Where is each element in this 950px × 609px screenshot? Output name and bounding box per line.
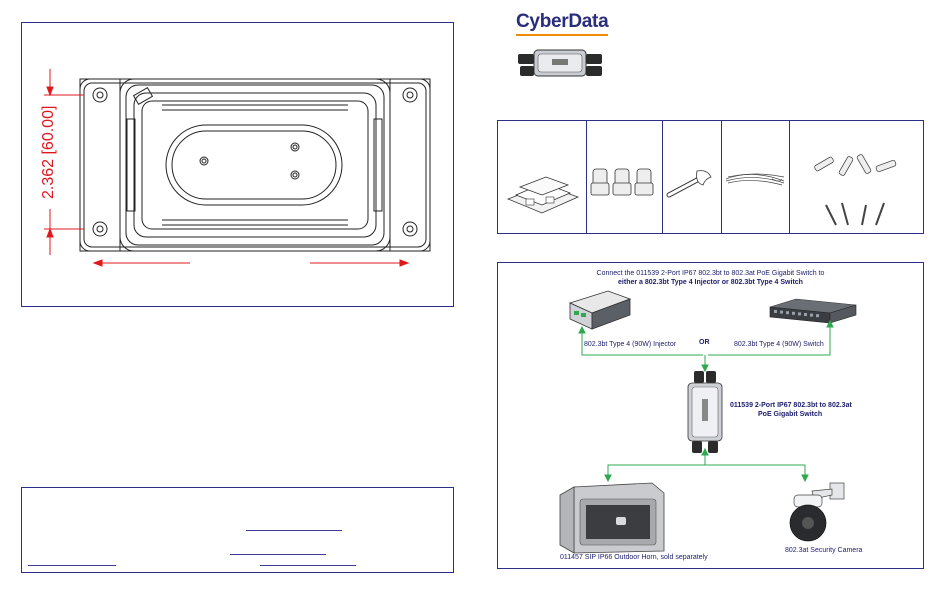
accessory-cell-switch [498, 121, 587, 233]
link-underline[interactable] [246, 530, 342, 531]
outdoor-horn-image [559, 482, 665, 554]
brand-name: CyberData [516, 11, 609, 32]
switch-label: 802.3bt Type 4 (90W) Switch [734, 341, 824, 348]
cable-ties-icon [725, 173, 785, 186]
injector-label: 802.3bt Type 4 (90W) Injector [584, 341, 677, 348]
or-label: OR [699, 339, 710, 346]
diagram-heading-line1: Connect the 011539 2-Port IP67 802.3bt t… [596, 270, 825, 277]
cable-glands-icon [590, 168, 654, 196]
anchors-and-screws-icon [814, 154, 897, 226]
switch-unit-icon [506, 176, 580, 214]
connection-diagram: Connect the 011539 2-Port IP67 802.3bt t… [497, 262, 924, 569]
horn-label: 011457 SIP IP66 Outdoor Horn, sold separ… [560, 554, 708, 561]
connection-lines [578, 319, 834, 483]
brand-logo: CyberData [516, 11, 609, 36]
device-label-line1: 011539 2-Port IP67 802.3bt to 802.3at [730, 402, 852, 409]
poe-injector-image [568, 290, 632, 330]
camera-label: 802.3at Security Camera [785, 547, 863, 554]
enclosure-drawing [44, 69, 431, 267]
link-underline[interactable] [260, 565, 356, 566]
link-underline[interactable] [230, 554, 326, 555]
accessories-strip [497, 120, 924, 234]
drawing-frame: 2.362 [60.00] [21, 22, 454, 307]
info-box [21, 487, 454, 573]
brand-underline [516, 34, 608, 36]
link-underline[interactable] [28, 565, 116, 566]
accessory-cell-wrench [663, 121, 722, 233]
poe-switch-image [769, 298, 857, 324]
product-image [518, 49, 602, 77]
dimension-label: 2.362 [60.00] [40, 105, 57, 199]
accessory-cell-glands [587, 121, 663, 233]
device-label-line2: PoE Gigabit Switch [758, 411, 823, 418]
wrench-icon [666, 170, 712, 198]
accessory-cell-anchors [790, 121, 925, 233]
accessory-cell-ties [722, 121, 790, 233]
security-camera-image [789, 482, 845, 542]
poe-switch-device-image [687, 371, 723, 453]
diagram-heading-line2: either a 802.3bt Type 4 Injector or 802.… [618, 279, 803, 286]
